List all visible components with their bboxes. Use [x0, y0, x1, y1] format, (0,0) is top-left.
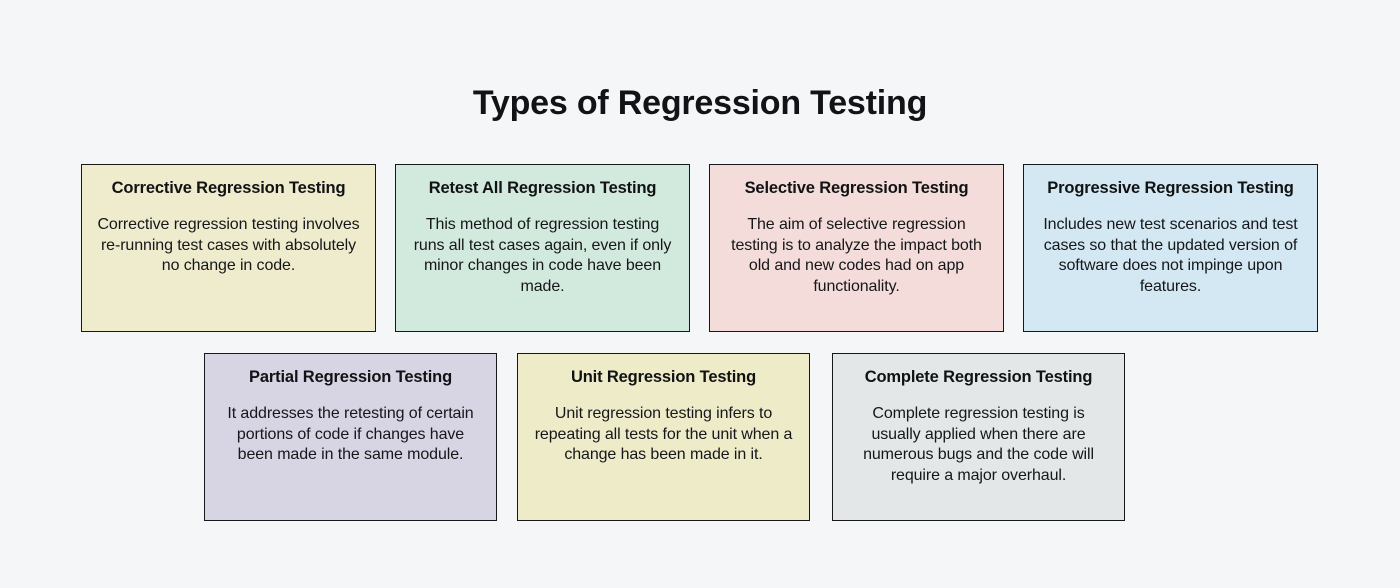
card-corrective-regression-testing[interactable]: Corrective Regression Testing Corrective… [81, 164, 376, 332]
card-body: It addresses the retesting of certain po… [227, 405, 474, 463]
card-title: Partial Regression Testing [248, 368, 453, 386]
card-progressive-regression-testing[interactable]: Progressive Regression Testing Includes … [1023, 164, 1318, 332]
card-body: Includes new test scenarios and test cas… [1043, 216, 1298, 295]
card-body: Complete regression testing is usually a… [863, 405, 1094, 484]
card-body: The aim of selective regression testing … [731, 216, 982, 295]
card-unit-regression-testing[interactable]: Unit Regression Testing Unit regression … [517, 353, 810, 521]
card-title: Unit Regression Testing [570, 368, 757, 386]
card-body: This method of regression testing runs a… [413, 216, 672, 295]
card-retest-all-regression-testing[interactable]: Retest All Regression Testing This metho… [395, 164, 690, 332]
card-title: Progressive Regression Testing [1047, 179, 1294, 197]
card-title: Corrective Regression Testing [111, 179, 346, 197]
card-body: Unit regression testing infers to repeat… [534, 405, 793, 463]
card-body: Corrective regression testing involves r… [97, 216, 360, 274]
page-title: Types of Regression Testing [472, 83, 928, 122]
card-partial-regression-testing[interactable]: Partial Regression Testing It addresses … [204, 353, 497, 521]
card-title: Complete Regression Testing [864, 368, 1093, 386]
card-selective-regression-testing[interactable]: Selective Regression Testing The aim of … [709, 164, 1004, 332]
card-title: Selective Regression Testing [744, 179, 969, 197]
card-complete-regression-testing[interactable]: Complete Regression Testing Complete reg… [832, 353, 1125, 521]
card-title: Retest All Regression Testing [428, 179, 657, 197]
